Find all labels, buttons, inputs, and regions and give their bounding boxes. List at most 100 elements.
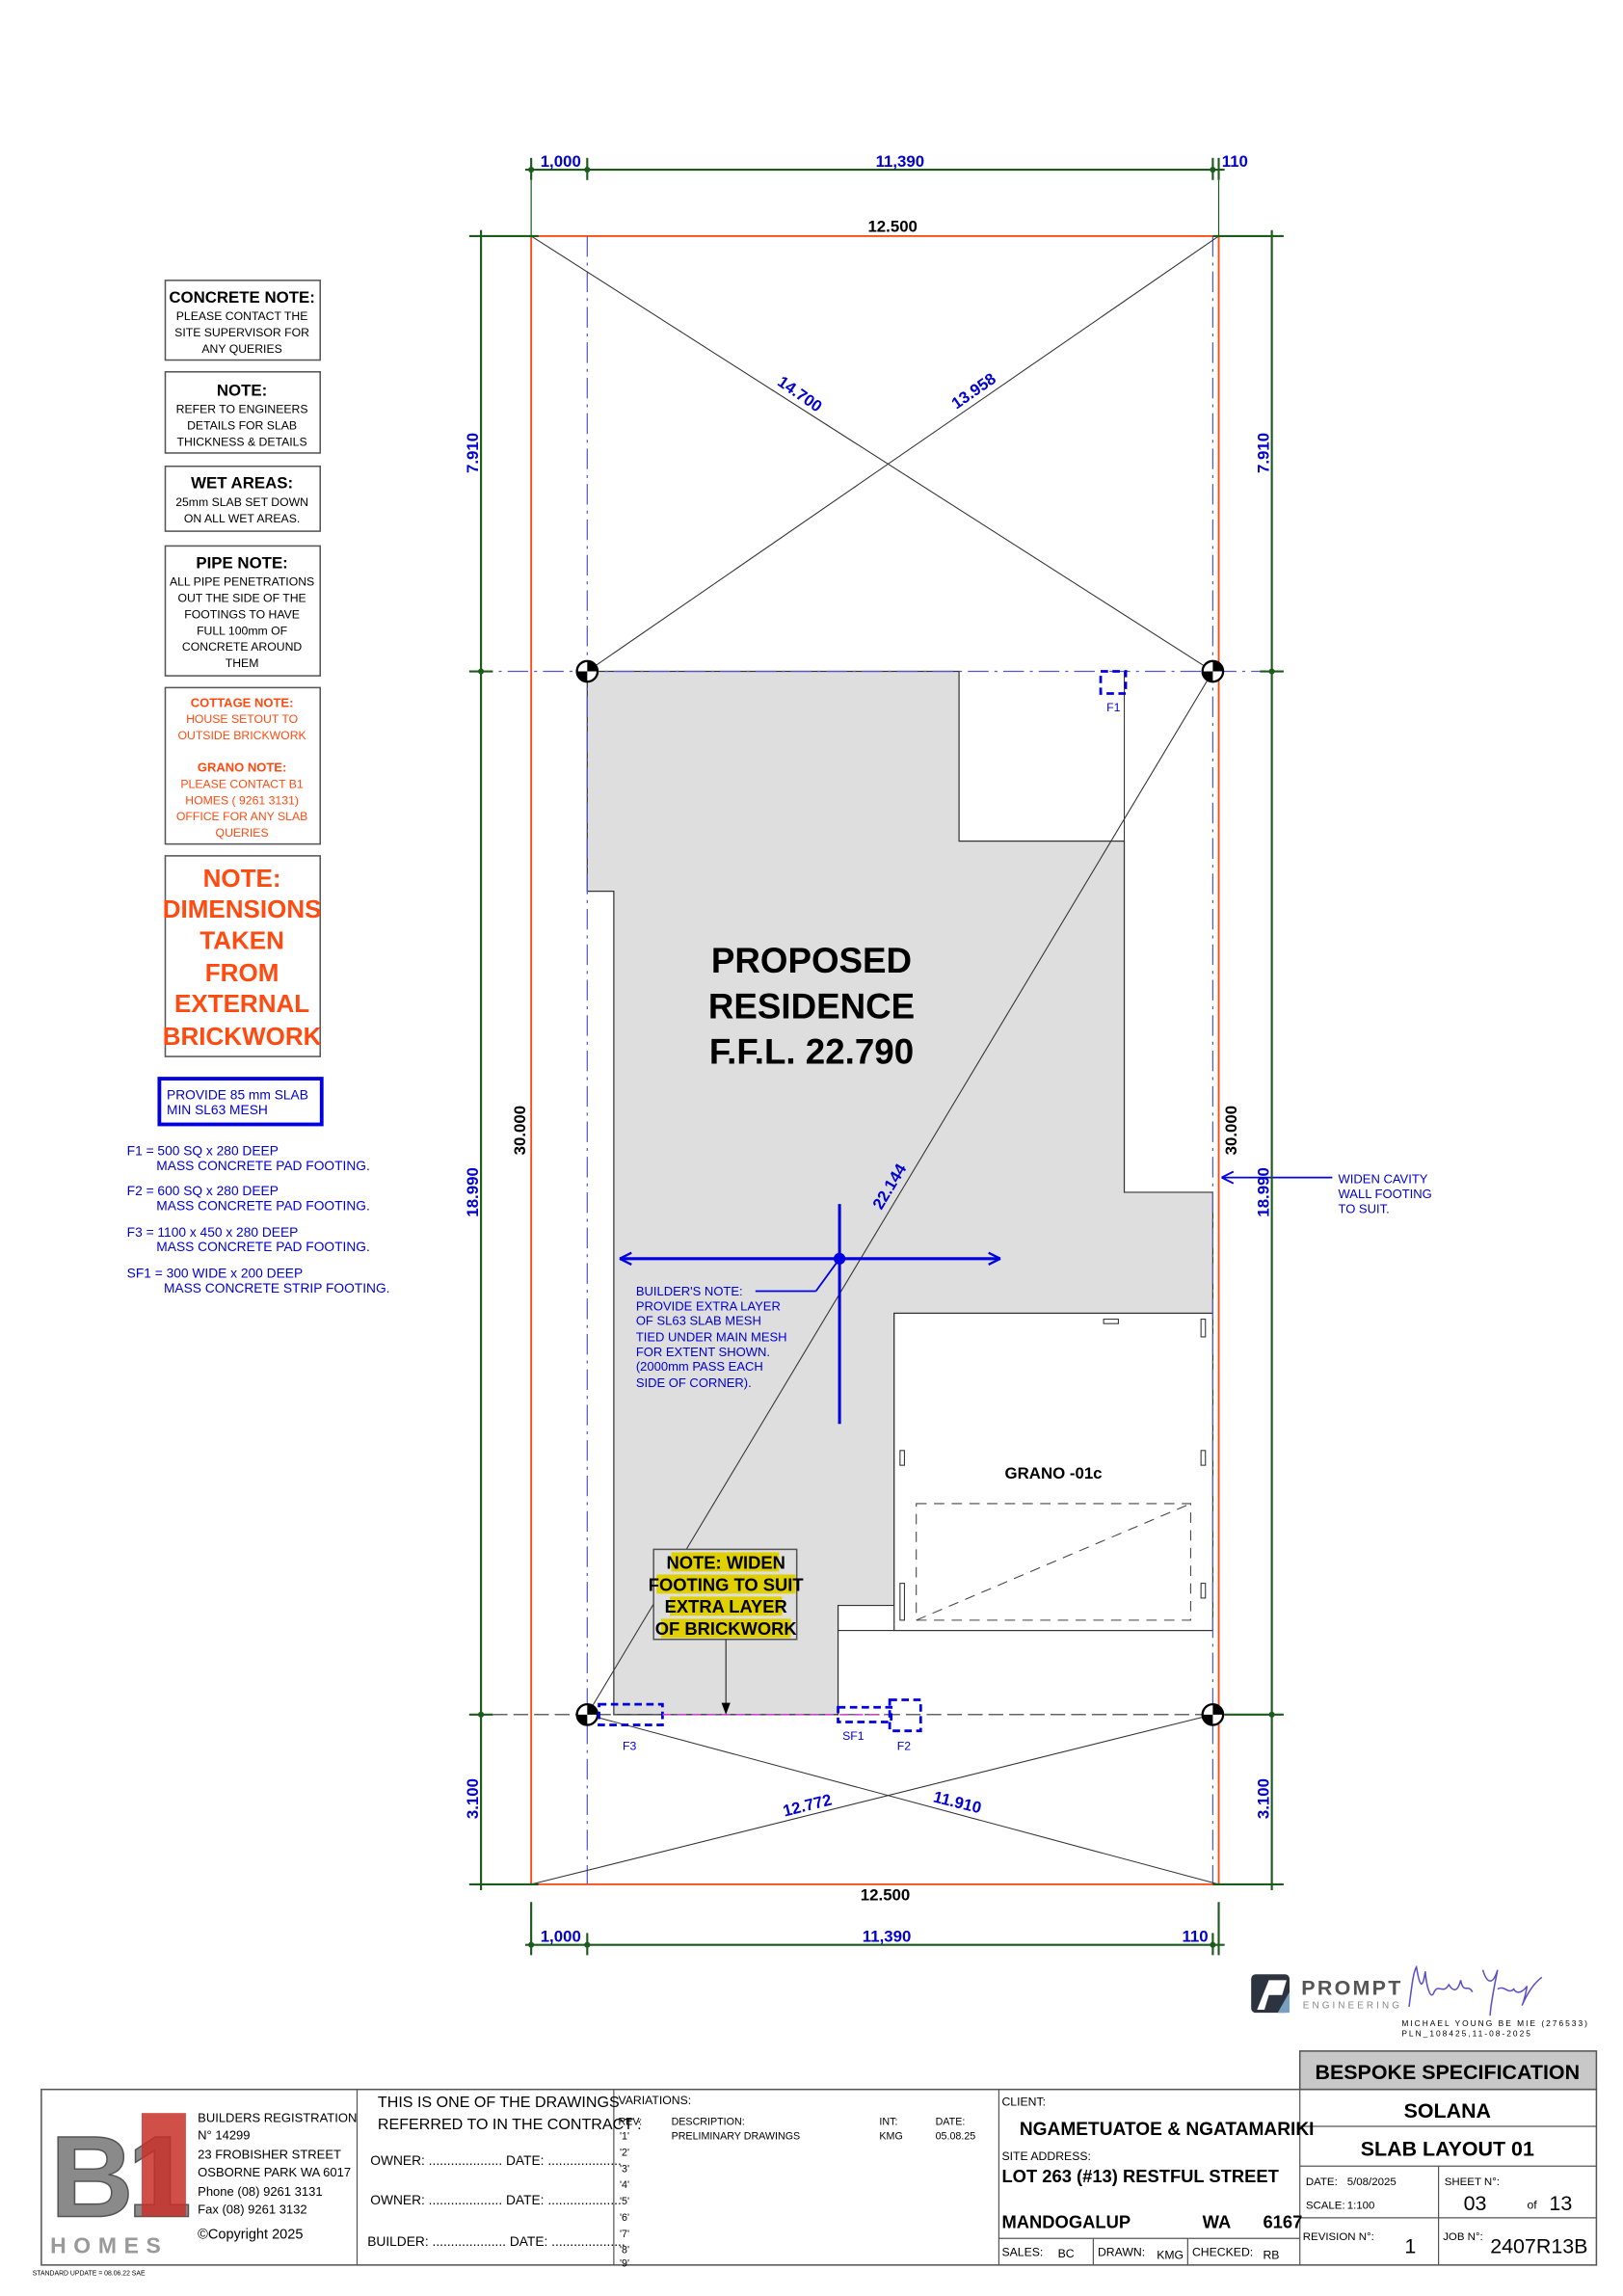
rev-number: '5' [620, 2196, 629, 2207]
checked-value: RB [1263, 2249, 1279, 2262]
note-line: SIDE OF CORNER). [636, 1375, 752, 1390]
note-line: NOTE: [203, 864, 281, 893]
dimension-label: 1,000 [541, 152, 581, 171]
field-label: CHECKED: [1192, 2246, 1253, 2259]
sheet-title: SLAB LAYOUT 01 [1361, 2138, 1534, 2161]
note-line: FOOTING TO SUIT [649, 1574, 805, 1594]
note-line: 25mm SLAB SET DOWN [175, 495, 308, 509]
widen-footing-note: NOTE: WIDEN FOOTING TO SUIT EXTRA LAYER … [649, 1548, 805, 1715]
note-title: WET AREAS: [191, 474, 293, 493]
variation-cell: 05.08.25 [936, 2131, 976, 2143]
lot-boundary [530, 235, 1220, 1885]
sales-value: BC [1058, 2247, 1075, 2260]
residence-title: PROPOSED RESIDENCE F.F.L. 22.790 [708, 941, 915, 1072]
builders-note: BUILDER'S NOTE: PROVIDE EXTRA LAYER OF S… [636, 1284, 787, 1390]
variation-cell: PRELIMINARY DRAWINGS [672, 2131, 801, 2143]
legend-line: MASS CONCRETE PAD FOOTING. [156, 1159, 370, 1173]
contract-line: REFERRED TO IN THE CONTRACT : [378, 2116, 642, 2133]
note-line: PROVIDE EXTRA LAYER [636, 1298, 781, 1313]
client-info: CLIENT: NGAMETUATOE & NGATAMARIKI SITE A… [1001, 2096, 1314, 2262]
job-number: 2407R13B [1490, 2235, 1587, 2258]
note-title: GRANO NOTE: [198, 761, 286, 775]
note-line: PLEASE CONTACT B1 [180, 777, 304, 790]
field-label: SHEET N°: [1445, 2176, 1500, 2188]
setout-peg [1201, 1702, 1225, 1726]
field-label: SITE ADDRESS: [1001, 2149, 1090, 2163]
legend-line: MASS CONCRETE STRIP FOOTING. [164, 1281, 390, 1295]
dimension-label: 30.000 [511, 1106, 529, 1155]
dimension-label: 12.500 [867, 217, 917, 235]
signature-image [1408, 1964, 1543, 2016]
field-label: DATE: [1306, 2176, 1338, 2188]
note-line: PLEASE CONTACT THE [176, 309, 308, 323]
column-header: INT: [879, 2116, 897, 2127]
info-line: 23 FROBISHER STREET [198, 2148, 341, 2162]
info-line: Phone (08) 9261 3131 [198, 2184, 322, 2199]
info-line: OSBORNE PARK WA 6017 [198, 2165, 351, 2179]
footing-sf1 [837, 1705, 893, 1723]
client-name: NGAMETUATOE & NGATAMARIKI [1020, 2120, 1315, 2140]
footing-label: F2 [897, 1740, 911, 1753]
builder-info: BUILDERS REGISTRATION N° 14299 23 FROBIS… [198, 2110, 357, 2242]
note-line: BRICKWORK [163, 1022, 322, 1051]
rev-number: '4' [620, 2179, 629, 2191]
legend-line: MASS CONCRETE PAD FOOTING. [156, 1198, 370, 1213]
note-line: THICKNESS & DETAILS [177, 435, 307, 448]
note-line: WALL FOOTING [1339, 1187, 1432, 1201]
dimension-label: 1,000 [541, 1928, 581, 1946]
prompt-logo-icon [1251, 1974, 1290, 2014]
note-line: CONCRETE AROUND [182, 640, 303, 654]
info-line: Fax (08) 9261 3132 [198, 2202, 306, 2216]
note-line: NOTE: WIDEN [667, 1552, 785, 1572]
garage-label: GRANO -01c [1005, 1464, 1103, 1482]
b1-homes-logo: B1 HOMES [50, 2113, 197, 2258]
title-line: PROPOSED [711, 941, 912, 980]
note-line: ON ALL WET AREAS. [184, 512, 300, 525]
note-line: FULL 100mm OF [197, 624, 287, 637]
field-label: DRAWN: [1098, 2246, 1145, 2259]
wet-areas-note: WET AREAS: 25mm SLAB SET DOWN ON ALL WET… [164, 465, 321, 532]
footing-label: F3 [623, 1740, 636, 1753]
engineer-sub: ENGINEERING [1303, 2000, 1402, 2011]
state: WA [1203, 2212, 1232, 2232]
footing-label: SF1 [842, 1729, 865, 1743]
field-label: of [1527, 2199, 1537, 2212]
note-line: ANY QUERIES [201, 342, 281, 356]
note-title: COTTAGE NOTE: [191, 695, 294, 709]
engineer-ref: PLN_108425,11-08-2025 [1401, 2029, 1532, 2039]
field-label: SALES: [1001, 2246, 1043, 2259]
note-line: DETAILS FOR SLAB [187, 418, 297, 432]
info-line: BUILDERS REGISTRATION [198, 2110, 357, 2124]
cavity-note: WIDEN CAVITY WALL FOOTING TO SUIT. [1221, 1170, 1432, 1215]
field-label: JOB N°: [1443, 2231, 1483, 2243]
column-header: DATE: [936, 2116, 966, 2127]
rev-number: '2' [620, 2148, 629, 2159]
note-line: THEM [226, 656, 259, 670]
legend-line: MASS CONCRETE PAD FOOTING. [156, 1240, 370, 1254]
extra-mesh-marker [619, 1204, 1001, 1425]
notes-column: CONCRETE NOTE: PLEASE CONTACT THE SITE S… [163, 280, 322, 1057]
footing-legend: F1 = 500 SQ x 280 DEEP MASS CONCRETE PAD… [127, 1144, 390, 1295]
rev-number: '6' [620, 2212, 629, 2224]
sheet-info: SOLANA SLAB LAYOUT 01 DATE: 5/08/2025 SC… [1303, 2099, 1588, 2258]
title-line: F.F.L. 22.790 [709, 1032, 914, 1072]
dimension-label: 7.910 [464, 433, 482, 473]
concrete-note: CONCRETE NOTE: PLEASE CONTACT THE SITE S… [164, 280, 321, 361]
rev-number: '7' [620, 2229, 629, 2240]
owner-signature-field: OWNER: .................... DATE: ......… [370, 2193, 622, 2207]
scale-value: 1:100 [1347, 2201, 1375, 2212]
variations-title: VARIATIONS: [618, 2094, 691, 2107]
note-line: OFFICE FOR ANY SLAB [176, 810, 307, 823]
legend-line: F3 = 1100 x 450 x 280 DEEP [127, 1225, 299, 1240]
note-line: ALL PIPE PENETRATIONS [170, 575, 314, 589]
note-line: OUTSIDE BRICKWORK [177, 729, 306, 742]
builder-signature-field: BUILDER: .................... DATE: ....… [367, 2234, 625, 2249]
note-title: PIPE NOTE: [196, 553, 287, 572]
rev-number: '8' [620, 2245, 629, 2256]
setout-peg [575, 659, 599, 683]
garage-area [893, 1312, 1214, 1632]
note-line: BUILDER'S NOTE: [636, 1284, 743, 1298]
note-line: SITE SUPERVISOR FOR [174, 326, 309, 339]
field-label: CLIENT: [1001, 2096, 1046, 2109]
